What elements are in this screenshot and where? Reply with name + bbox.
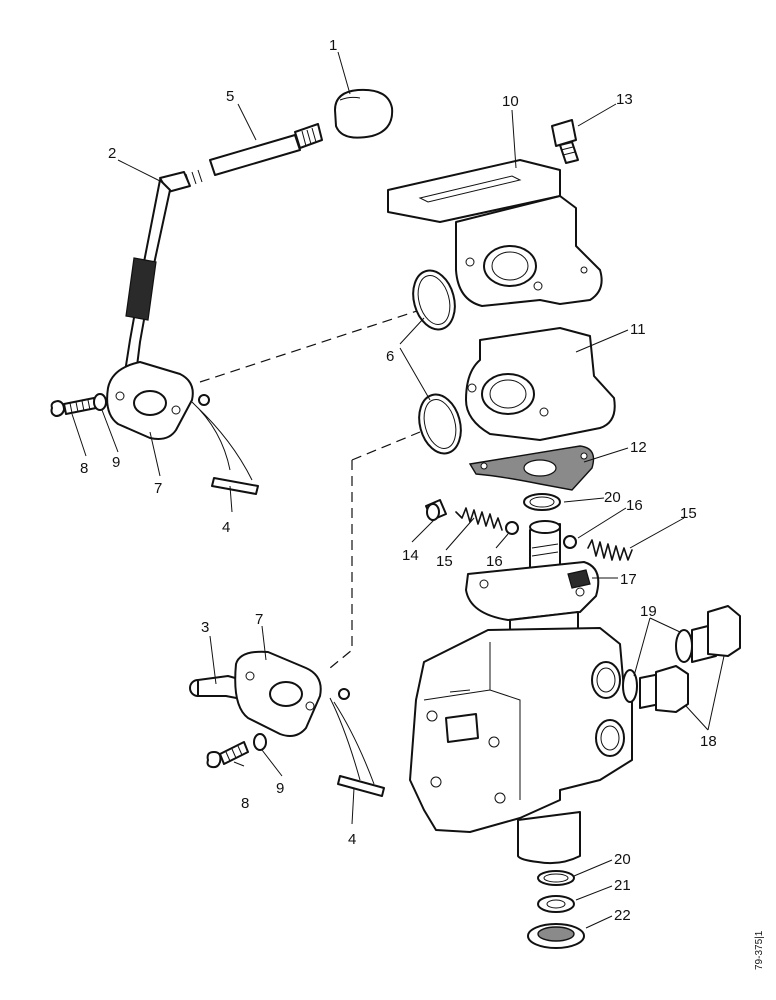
callout-16b: 16 bbox=[626, 497, 643, 514]
alignment-lines bbox=[199, 309, 421, 669]
callout-11: 11 bbox=[630, 321, 646, 338]
callout-12: 12 bbox=[630, 439, 647, 456]
upper-flange-part bbox=[106, 361, 253, 481]
callout-9b: 9 bbox=[276, 780, 284, 797]
upper-pin-part bbox=[211, 477, 259, 495]
callout-16a: 16 bbox=[486, 553, 503, 570]
upper-seal-part bbox=[523, 493, 561, 511]
callout-19: 19 bbox=[640, 603, 657, 620]
lower-seals-part bbox=[527, 870, 585, 949]
callout-8a: 8 bbox=[80, 460, 88, 477]
valve-housing-part bbox=[465, 327, 616, 441]
spool-part bbox=[465, 520, 600, 621]
o-rings-part bbox=[412, 269, 462, 455]
lower-screw-part bbox=[206, 733, 267, 769]
lower-pin-part bbox=[337, 775, 385, 797]
callout-10: 10 bbox=[502, 93, 519, 110]
port-plugs-part bbox=[639, 605, 741, 713]
callout-7b: 7 bbox=[255, 611, 263, 628]
detent-parts bbox=[425, 499, 633, 561]
callout-22: 22 bbox=[614, 907, 631, 924]
callout-7a: 7 bbox=[154, 480, 162, 497]
callout-15b: 15 bbox=[680, 505, 697, 522]
callout-3: 3 bbox=[201, 619, 209, 636]
callout-20a: 20 bbox=[604, 489, 621, 506]
callout-4b: 4 bbox=[348, 831, 356, 848]
callout-17: 17 bbox=[620, 571, 637, 588]
callout-20b: 20 bbox=[614, 851, 631, 868]
callout-2: 2 bbox=[108, 145, 116, 162]
callout-labels: 1 2 3 4 4 5 6 7 7 8 8 9 9 10 11 12 13 14… bbox=[80, 37, 717, 924]
main-body-part bbox=[409, 611, 633, 865]
callout-1: 1 bbox=[329, 37, 337, 54]
callout-5: 5 bbox=[226, 88, 234, 105]
bracket-housing-part bbox=[387, 159, 603, 307]
lever-upper-part bbox=[124, 169, 203, 375]
callout-8b: 8 bbox=[241, 795, 249, 812]
upper-screw-part bbox=[50, 393, 107, 417]
knob-part bbox=[334, 88, 394, 139]
extension-rod-part bbox=[209, 123, 323, 176]
callout-14: 14 bbox=[402, 547, 419, 564]
callout-9a: 9 bbox=[112, 454, 120, 471]
callout-4a: 4 bbox=[222, 519, 230, 536]
port-o-rings-part bbox=[622, 629, 693, 703]
lower-lever-part bbox=[189, 650, 375, 785]
callout-18: 18 bbox=[700, 733, 717, 750]
cap-screw-part bbox=[551, 119, 579, 164]
callout-13: 13 bbox=[616, 91, 633, 108]
callout-21: 21 bbox=[614, 877, 631, 894]
callout-15a: 15 bbox=[436, 553, 453, 570]
callout-6: 6 bbox=[386, 348, 394, 365]
drawing-code: 79-375|1 bbox=[754, 930, 765, 970]
gasket-part bbox=[468, 445, 595, 491]
leader-lines bbox=[71, 51, 725, 929]
